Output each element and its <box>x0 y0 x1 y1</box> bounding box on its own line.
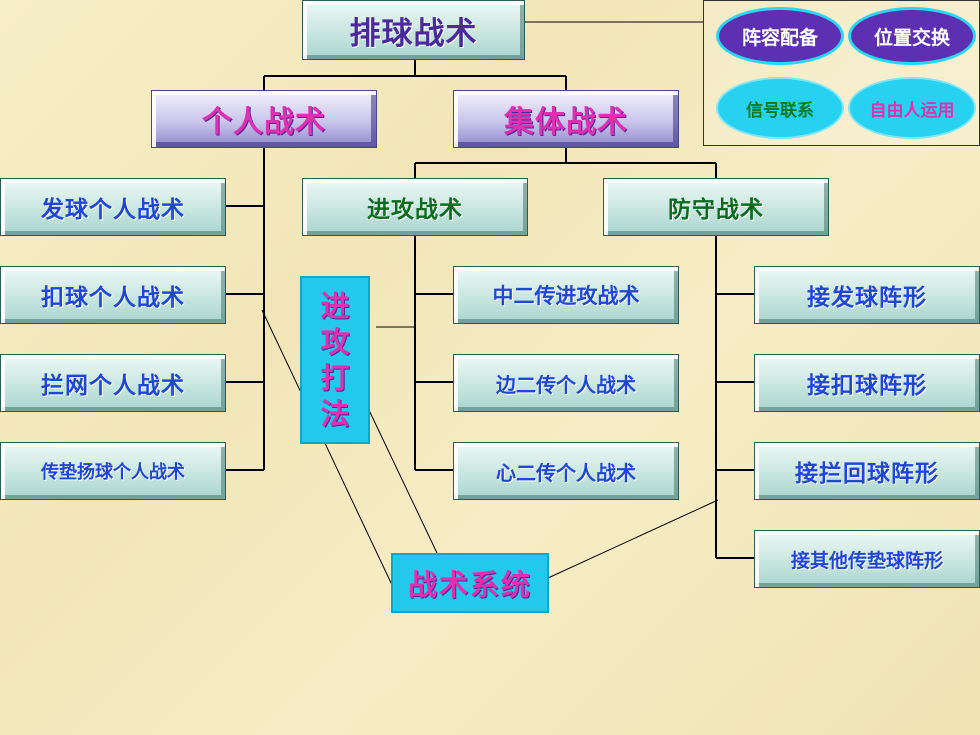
legend-panel: 阵容配备 位置交换 信号联系 自由人运用 <box>703 0 980 146</box>
individual-tactics-node: 个人战术 <box>151 90 377 148</box>
side-setter-node: 边二传个人战术 <box>453 354 679 412</box>
defense-tactics-node: 防守战术 <box>603 178 829 236</box>
block-individual-node: 拦网个人战术 <box>0 354 226 412</box>
block-return-formation-node: 接拦回球阵形 <box>754 442 980 500</box>
lineup-oval: 阵容配备 <box>716 7 844 65</box>
collective-tactics-node: 集体战术 <box>453 90 679 148</box>
root-node: 排球战术 <box>302 0 525 60</box>
serve-receive-formation-node: 接发球阵形 <box>754 266 980 324</box>
signal-oval: 信号联系 <box>716 77 844 139</box>
other-pass-formation-node: 接其他传垫球阵形 <box>754 530 980 588</box>
spike-receive-formation-node: 接扣球阵形 <box>754 354 980 412</box>
tactical-system-box: 战术系统 <box>391 553 549 613</box>
attack-tactics-node: 进攻战术 <box>302 178 528 236</box>
pass-individual-node: 传垫扬球个人战术 <box>0 442 226 500</box>
attack-methods-box: 进攻打法 <box>300 276 370 444</box>
libero-oval: 自由人运用 <box>848 77 976 139</box>
spike-individual-node: 扣球个人战术 <box>0 266 226 324</box>
center-setter-node: 心二传个人战术 <box>453 442 679 500</box>
position-swap-oval: 位置交换 <box>848 7 976 65</box>
serve-individual-node: 发球个人战术 <box>0 178 226 236</box>
middle-setter-attack-node: 中二传进攻战术 <box>453 266 679 324</box>
